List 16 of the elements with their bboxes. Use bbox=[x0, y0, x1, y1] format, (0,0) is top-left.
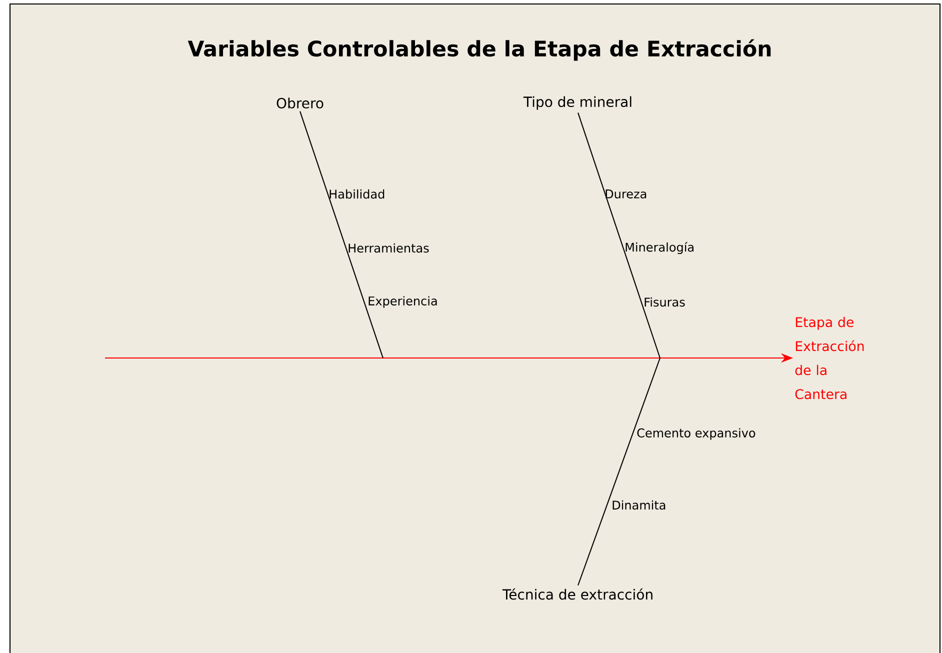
bone-line bbox=[578, 358, 661, 586]
category-label: Obrero bbox=[276, 98, 324, 108]
cause-label: Cemento expansivo bbox=[637, 428, 756, 440]
cause-label: Mineralogía bbox=[626, 242, 694, 254]
cause-label: Dureza bbox=[606, 190, 646, 198]
bone-line bbox=[300, 111, 384, 358]
cause-label: Experiencia bbox=[368, 296, 437, 308]
cause-label: Dinamita bbox=[612, 500, 666, 510]
category-label: Tipo de mineral bbox=[523, 96, 632, 110]
effect-label: Etapa de Extracción de la Cantera bbox=[795, 316, 864, 400]
diagram-title: Variables Controlables de la Etapa de Extracción bbox=[188, 39, 771, 61]
category-label: Técnica de extracción bbox=[502, 588, 652, 600]
bone-line bbox=[578, 112, 661, 358]
cause-label: Herramientas bbox=[348, 243, 429, 253]
cause-label: Habilidad bbox=[330, 189, 384, 199]
cause-label: Fisuras bbox=[644, 297, 685, 307]
